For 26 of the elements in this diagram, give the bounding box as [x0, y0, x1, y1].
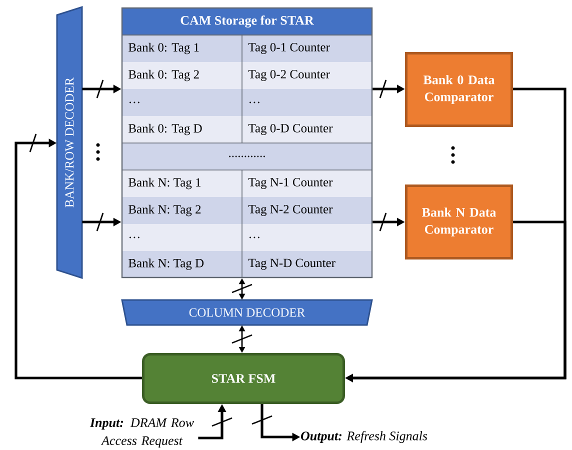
table-cell: Bank 0: Tag 2: [122, 62, 242, 89]
table-cell: Bank N: Tag 1: [122, 170, 242, 197]
table-cell: Tag N-1 Counter: [242, 170, 372, 197]
table-cell: Tag 0-D Counter: [242, 116, 372, 143]
table-cell: ............: [122, 143, 372, 170]
decoder-trapezoid: BANK/ROW DECODER: [56, 6, 83, 280]
table-cell: …: [122, 224, 242, 251]
table-cell: Tag 0-1 Counter: [242, 35, 372, 62]
table-cell: Bank N: Tag 2: [122, 197, 242, 224]
arrow: [14, 134, 142, 380]
decoder-trapezoid: COLUMN DECODER: [121, 299, 373, 326]
table-cell: Tag N-2 Counter: [242, 197, 372, 224]
table-header: CAM Storage for STAR: [122, 8, 372, 36]
table-cell: Tag 0-2 Counter: [242, 62, 372, 89]
table-cell: Tag N-D Counter: [242, 251, 372, 278]
table-cell: …: [122, 89, 242, 116]
input-label: Input: DRAM Row Access Request: [90, 418, 194, 448]
comparator-box: Bank 0 Data Comparator: [405, 52, 513, 127]
table-cell: …: [242, 224, 372, 251]
fsm-box: STAR FSM: [142, 353, 345, 404]
table-cell: …: [242, 89, 372, 116]
table-cell: Bank N: Tag D: [122, 251, 242, 278]
table-cell: Bank 0: Tag D: [122, 116, 242, 143]
table-cell: Bank 0: Tag 1: [122, 35, 242, 62]
comparator-box: Bank N Data Comparator: [405, 184, 513, 260]
output-label: Output: Refresh Signals: [300, 431, 428, 443]
